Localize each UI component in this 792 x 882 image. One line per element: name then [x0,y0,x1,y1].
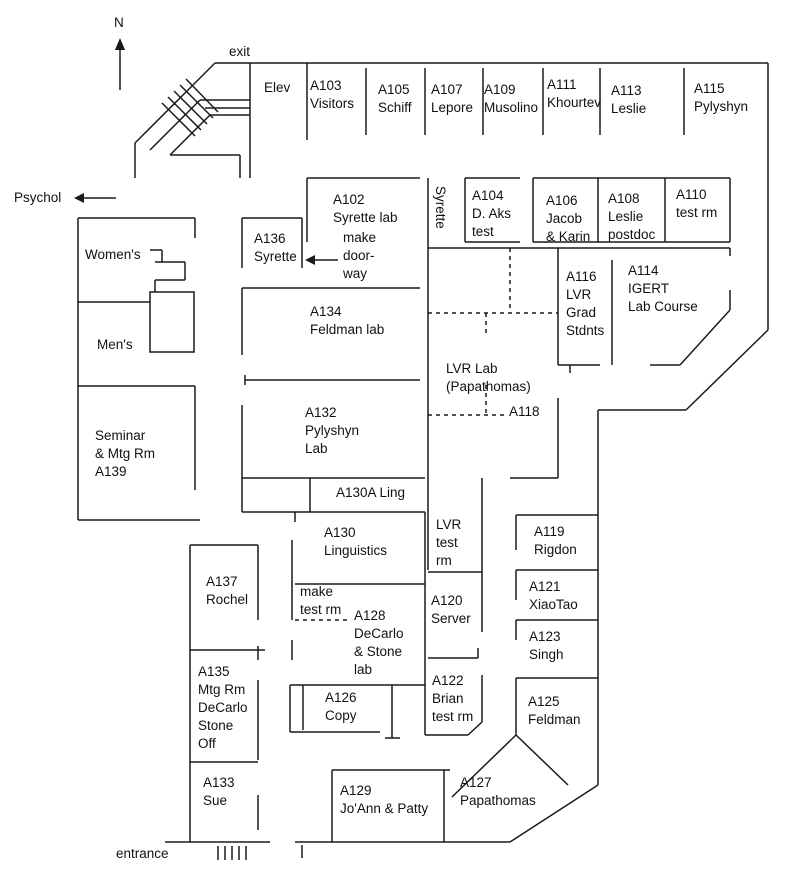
north-arrow-icon [115,38,125,90]
west-wing [77,217,425,521]
room-womens: Women's [85,247,141,262]
north-label: N [114,15,124,30]
central-rooms [289,478,483,739]
psychol-label: Psychol [14,190,62,205]
stairwell [134,62,251,178]
syrette-vertical-label: Syrette [433,186,448,229]
room-a130a: A130A Ling [336,485,406,500]
south-west-column [165,544,510,860]
room-mens: Men's [97,337,133,352]
room-elev: Elev [264,80,291,95]
doorway-arrow-icon [305,255,338,265]
south-east-rooms [331,514,599,843]
room-a118: A118 [509,404,540,419]
room-lvr-lab: LVR Lab(Papathomas) [446,361,531,394]
north-wing [250,62,769,785]
second-row [306,177,731,245]
lvr-lab-region [427,245,731,570]
entrance-label: entrance [116,846,169,861]
exit-label: exit [229,44,251,59]
psychol-arrow-icon [74,193,116,203]
